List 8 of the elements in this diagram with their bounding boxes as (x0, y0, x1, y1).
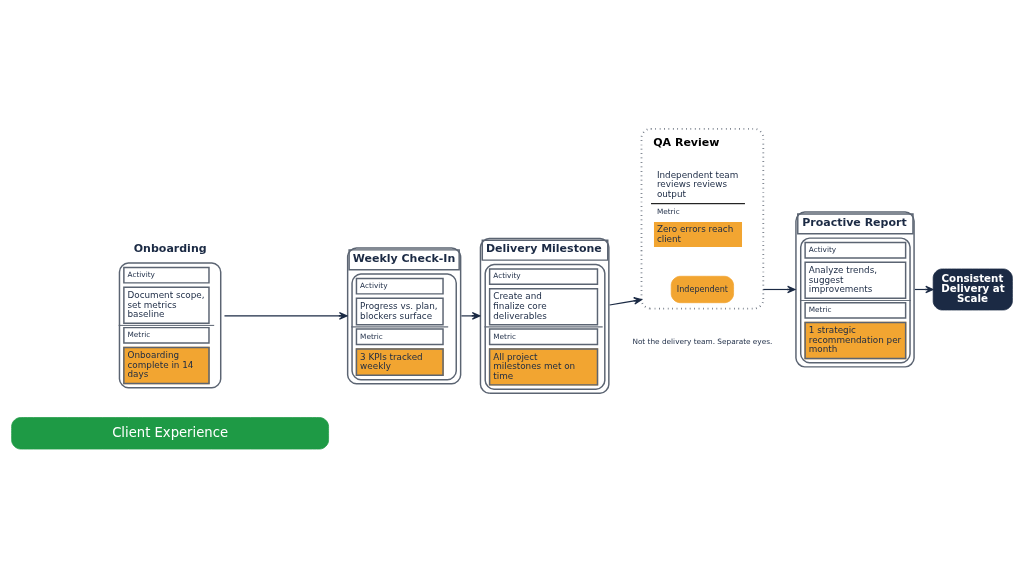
node-box: Client Experience (11, 417, 329, 450)
node-label: Onboarding (133, 242, 207, 256)
arrow (609, 297, 643, 306)
arrow (762, 285, 796, 294)
arrow (223, 312, 348, 320)
node-box: Consistent Delivery at Scale (932, 268, 1013, 311)
arrow (460, 312, 481, 320)
node-label: Not the delivery team. Separate eyes. (632, 337, 773, 347)
